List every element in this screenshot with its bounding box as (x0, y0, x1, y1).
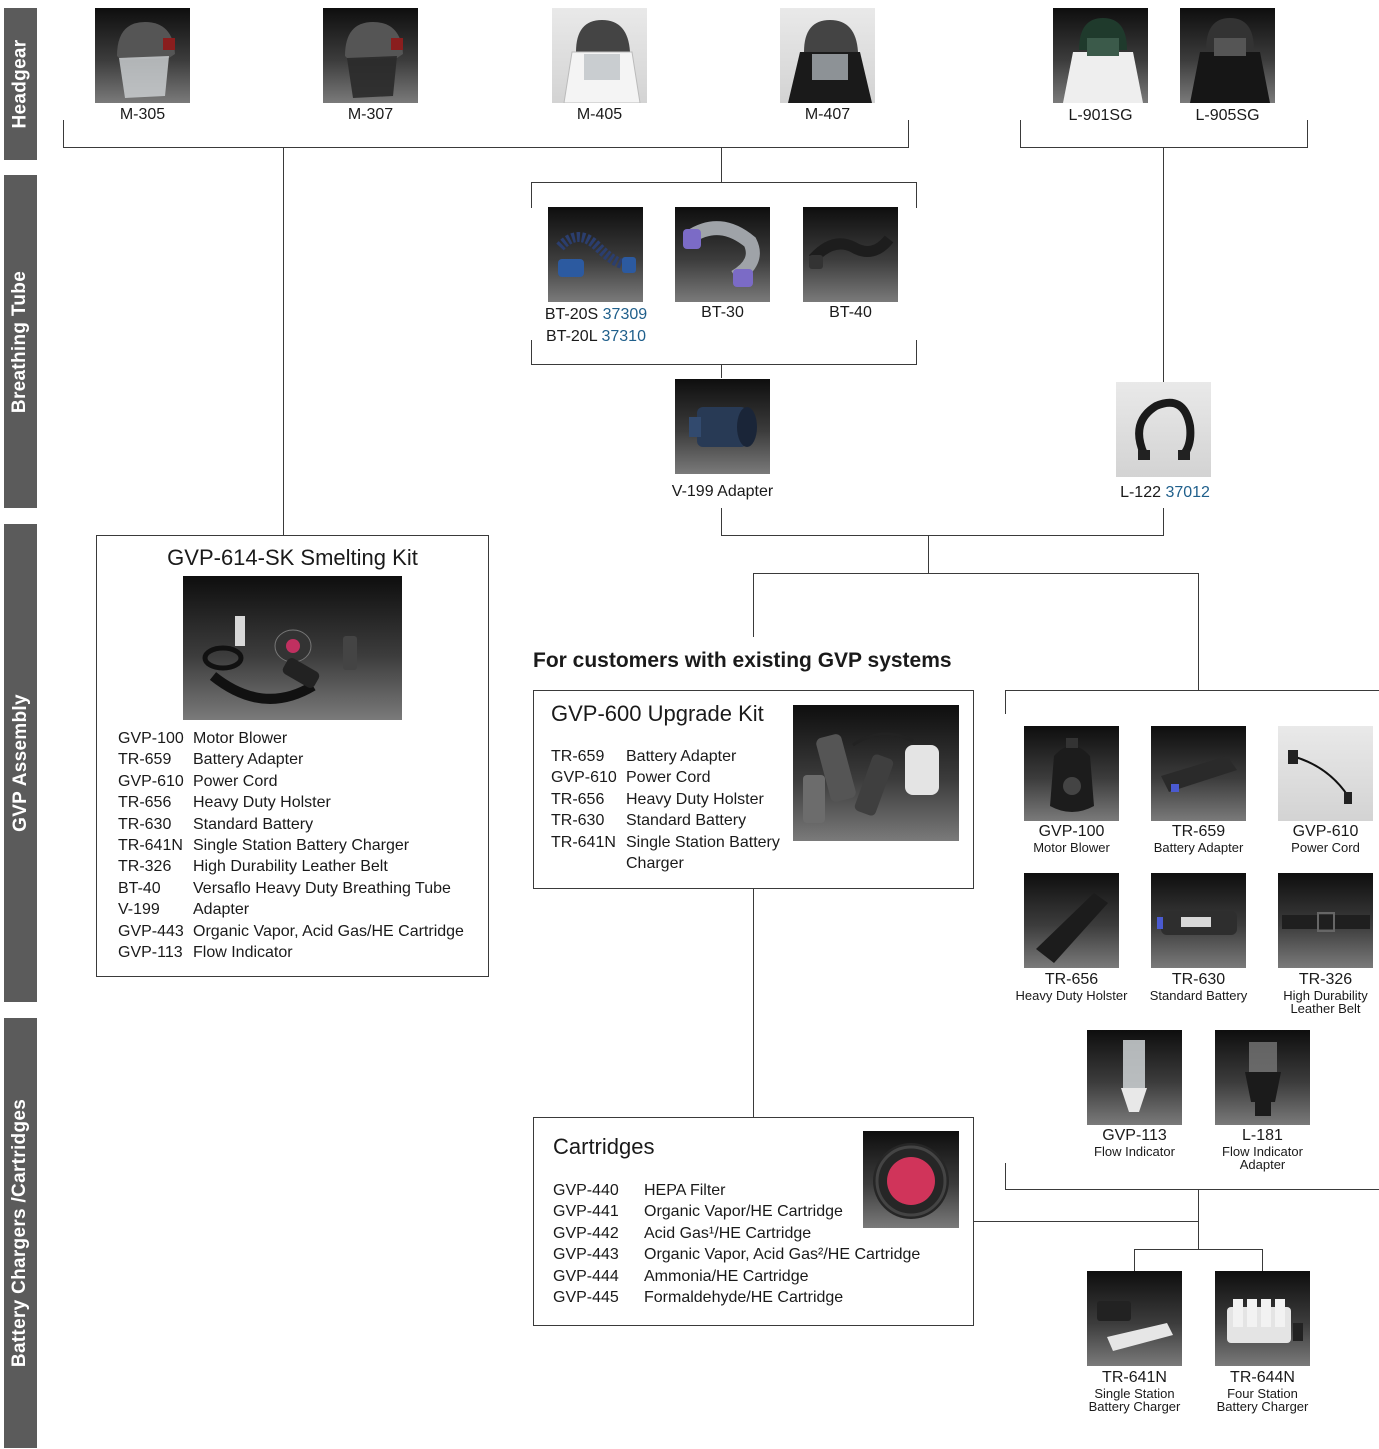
smelting-kit-components-icon (183, 576, 402, 720)
section-gvp-assembly: GVP Assembly (4, 524, 37, 1002)
headgear-label-m305: M-305 (119, 106, 166, 123)
upgrade-kit-components-icon (793, 705, 959, 841)
existing-systems-heading: For customers with existing GVP systems (533, 649, 952, 672)
headgear-label-l901sg: L-901SG (1068, 107, 1133, 124)
section-chargers-cartridges: Battery Chargers /Cartridges (4, 1018, 37, 1448)
headgear-label-l905sg: L-905SG (1195, 107, 1260, 124)
upgrade-kit-title: GVP-600 Upgrade Kit (551, 701, 764, 726)
hood-black-icon (1180, 8, 1275, 103)
headgear-label-m307: M-307 (347, 106, 394, 123)
cartridge-icon (863, 1131, 959, 1228)
adapter-label: V-199 Adapter (671, 483, 774, 500)
flow-indicator-adapter-icon (1215, 1030, 1310, 1125)
leather-belt-icon (1278, 873, 1373, 968)
holster-icon (1024, 873, 1119, 968)
motor-blower-icon (1024, 726, 1119, 821)
headgear-label-m405: M-405 (576, 106, 623, 123)
flow-indicator-icon (1087, 1030, 1182, 1125)
black-breathing-tube-icon (803, 207, 898, 302)
helmet-black-shroud-icon (780, 8, 875, 103)
battery-adapter-icon (1151, 726, 1246, 821)
loose-tube-icon (1116, 382, 1211, 477)
four-charger-icon (1215, 1271, 1310, 1366)
hood-white-icon (1053, 8, 1148, 103)
tube-label-bt20: BT-20S 37309 BT-20L 37310 (544, 306, 648, 345)
tube-label-bt30: BT-30 (701, 304, 744, 321)
single-charger-icon (1087, 1271, 1182, 1366)
tube-adapter-icon (675, 379, 770, 474)
smelting-kit-title: GVP-614-SK Smelting Kit (167, 545, 418, 570)
cartridges-title: Cartridges (553, 1134, 655, 1159)
helmet-clear-visor-icon (95, 8, 190, 103)
helmet-white-shroud-icon (552, 8, 647, 103)
tube-label-bt40: BT-40 (829, 304, 872, 321)
power-cord-icon (1278, 726, 1373, 821)
section-breathing-tube: Breathing Tube (4, 175, 37, 508)
purple-breathing-tube-icon (675, 207, 770, 302)
helmet-dark-visor-icon (323, 8, 418, 103)
list-item: Charger (626, 855, 684, 873)
headgear-label-m407: M-407 (804, 106, 851, 123)
blue-breathing-tube-icon (548, 207, 643, 302)
section-headgear: Headgear (4, 8, 37, 160)
l122-label: L-122 37012 (1120, 484, 1210, 501)
battery-icon (1151, 873, 1246, 968)
